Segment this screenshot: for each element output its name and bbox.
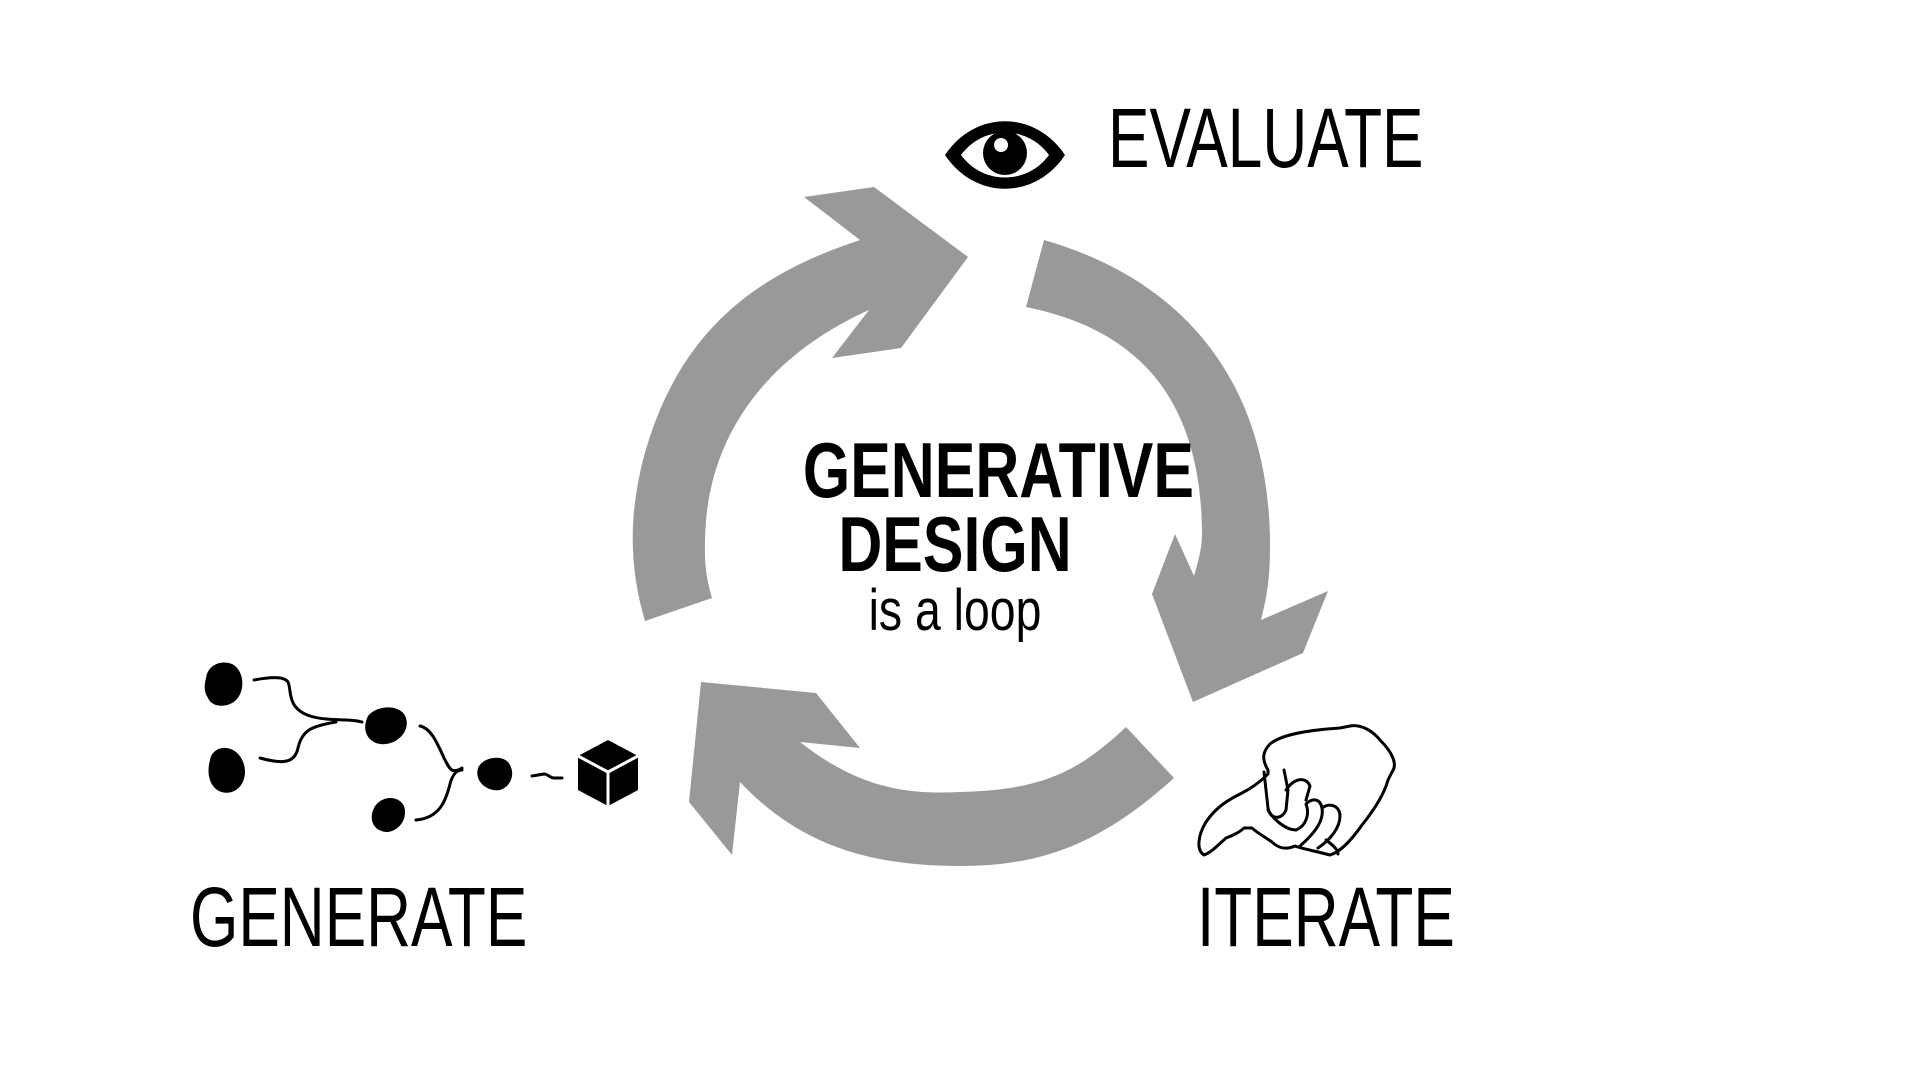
branch-lines — [252, 676, 564, 822]
center-title: GENERATIVE DESIGN is a loop — [760, 426, 1194, 643]
title-line-1: GENERATIVE — [802, 426, 1194, 514]
cube-icon — [577, 740, 639, 806]
child-dot — [371, 797, 406, 832]
stage-label-evaluate: EVALUATE — [1108, 91, 1424, 185]
stage-label-iterate: ITERATE — [1197, 870, 1455, 964]
eye-icon — [945, 121, 1065, 189]
arrow-generate-to-evaluate — [632, 187, 968, 621]
result-dot — [477, 757, 513, 791]
seed-dot — [204, 662, 243, 706]
seed-dot — [208, 747, 245, 793]
arrow-iterate-to-generate — [689, 682, 1174, 866]
arrow-evaluate-to-iterate — [1026, 240, 1328, 702]
child-dot — [365, 707, 407, 745]
loop-arrows — [632, 187, 1328, 866]
pointing-hand-icon — [1197, 724, 1396, 857]
branching-dots-to-cube-icon — [204, 662, 639, 832]
subtitle: is a loop — [868, 578, 1042, 643]
title-line-2: DESIGN — [838, 500, 1072, 588]
stage-label-generate: GENERATE — [190, 870, 528, 964]
